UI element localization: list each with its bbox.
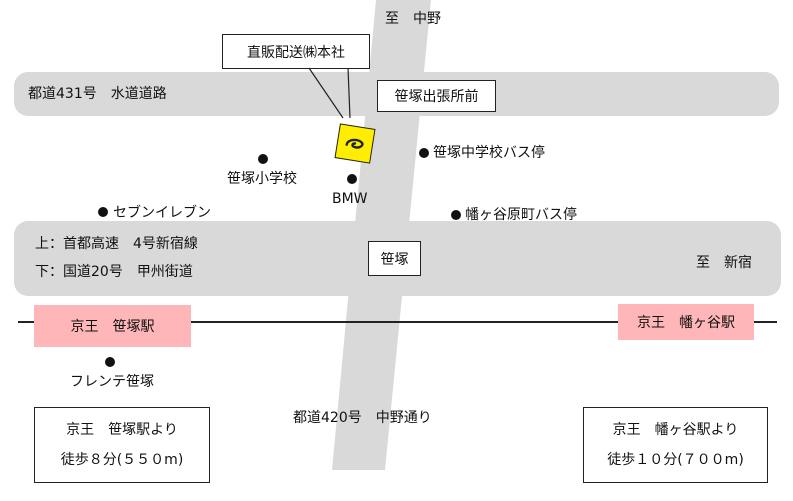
destination-label: 直販配送㈱本社	[222, 34, 370, 69]
company-location-marker[interactable]	[334, 123, 376, 164]
intersection-sasazuka: 笹塚	[368, 241, 421, 276]
east-direction-label: 至 新宿	[696, 255, 752, 271]
school-label: 笹塚小学校	[227, 171, 297, 187]
main-road-upper-label: 上：首都高速 4号新宿線	[35, 236, 198, 252]
top-road-label: 都道431号 水道道路	[28, 86, 167, 102]
bus-stop-school-label: 笹塚中学校バス停	[433, 145, 545, 161]
seven-eleven-dot	[98, 207, 108, 217]
bus-stop-hatagaya-dot	[451, 210, 461, 220]
seven-eleven-label: セブンイレブン	[113, 205, 211, 221]
station-sasazuka[interactable]: 京王 笹塚駅	[34, 305, 191, 347]
walk-info-sasazuka-line1: 京王 笹塚駅より	[66, 422, 178, 438]
walk-info-hatagaya-line1: 京王 幡ヶ谷駅より	[612, 422, 739, 438]
vertical-road-label: 都道420号 中野通り	[293, 410, 432, 426]
walk-info-hatagaya-line2: 徒歩１０分(７００m)	[607, 452, 744, 468]
walk-info-sasazuka-line2: 徒歩８分(５５０m)	[60, 452, 184, 468]
north-direction-label: 至 中野	[385, 11, 441, 27]
bmw-label: BMW	[332, 191, 368, 207]
frente-label: フレンテ笹塚	[70, 374, 154, 390]
bus-stop-hatagaya-label: 幡ヶ谷原町バス停	[465, 207, 577, 223]
bus-stop-school-dot	[419, 148, 429, 158]
station-hatagaya[interactable]: 京王 幡ヶ谷駅	[618, 304, 754, 340]
bmw-marker-dot	[347, 174, 357, 184]
school-marker-dot	[258, 154, 268, 164]
walk-info-sasazuka: 京王 笹塚駅より 徒歩８分(５５０m)	[34, 407, 210, 483]
intersection-sasazuka-shuchojo-mae: 笹塚出張所前	[377, 80, 496, 112]
keio-railway-line	[18, 321, 777, 323]
main-road-lower-label: 下：国道20号 甲州街道	[35, 264, 193, 280]
walk-info-hatagaya: 京王 幡ヶ谷駅より 徒歩１０分(７００m)	[583, 407, 768, 483]
frente-dot	[105, 357, 115, 367]
company-logo-icon	[345, 138, 364, 149]
